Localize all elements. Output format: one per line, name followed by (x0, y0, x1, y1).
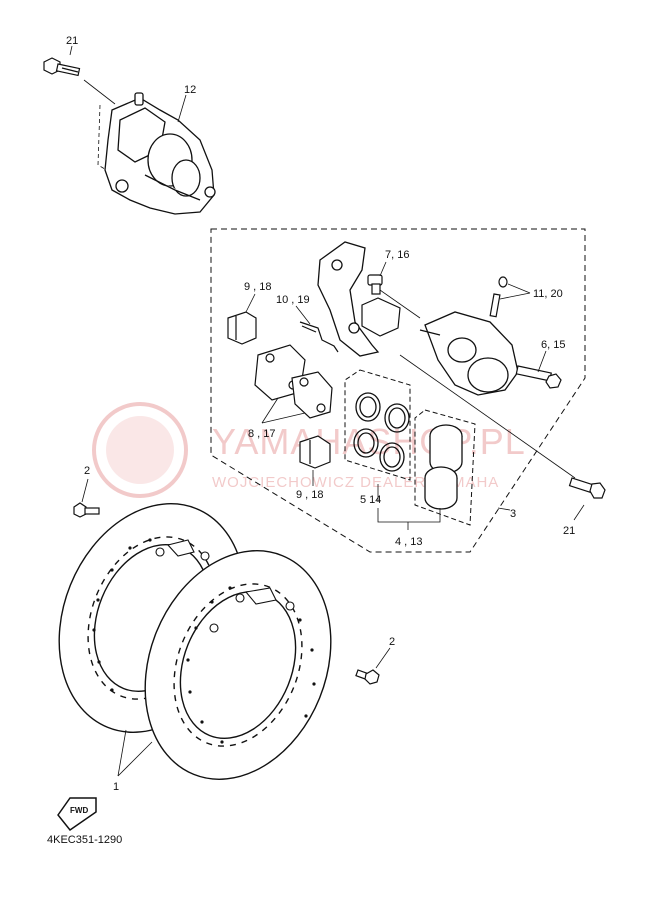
disc-holes (92, 538, 316, 744)
pad-block (361, 297, 401, 337)
screw-2-right (355, 669, 380, 685)
pad-clip-9-18-bottom (299, 435, 331, 469)
disc-front-mount-tabs (209, 587, 295, 633)
piston-kit-boundary (414, 409, 476, 526)
label-4-13: 4 , 13 (395, 536, 423, 548)
caliper-body (419, 311, 519, 396)
label-21-right: 21 (563, 525, 575, 537)
label-11-20: 11, 20 (533, 288, 563, 300)
brake-disc-front (144, 550, 332, 780)
pin-11-20 (489, 276, 508, 318)
label-10-19: 10 , 19 (276, 294, 310, 306)
pad-spring-10-19 (299, 321, 339, 353)
watermark: YAMAHASHOP.PL WOJCIECHOWICZ DEALER YAMAH… (92, 402, 526, 498)
label-7-16: 7, 16 (385, 249, 409, 261)
fwd-arrow-icon: FWD (57, 797, 97, 832)
watermark-logo-ring (92, 402, 188, 498)
pistons (424, 424, 463, 510)
screw-2-left (73, 502, 100, 518)
disc-rear-mount-tabs (155, 539, 210, 561)
fwd-label: FWD (70, 806, 88, 815)
caliper-assembly-12 (104, 92, 216, 215)
label-2-top: 2 (84, 465, 90, 477)
label-21-top: 21 (66, 35, 78, 47)
bolt-21-top (43, 57, 81, 77)
caliper-bracket (317, 241, 380, 357)
bolt-6-15 (515, 365, 562, 389)
label-9-18-top: 9 , 18 (244, 281, 272, 293)
seals-5-14 (353, 392, 410, 472)
label-2-right: 2 (389, 636, 395, 648)
label-12: 12 (184, 84, 196, 96)
seal-kit-boundary (344, 369, 411, 481)
label-1: 1 (113, 781, 119, 793)
caliper-3-boundary (210, 228, 586, 553)
watermark-logo-core (106, 416, 174, 484)
label-8-17: 8 , 17 (248, 428, 276, 440)
label-6-15: 6, 15 (541, 339, 565, 351)
watermark-line1: YAMAHASHOP.PL (212, 421, 526, 462)
label-3: 3 (510, 508, 516, 520)
bolt-21-right (568, 477, 606, 499)
bleed-valve-7-16 (367, 274, 383, 295)
diagram-code: 4KEC351-1290 (47, 834, 122, 846)
pad-clip-9-18-top (227, 311, 257, 345)
label-9-18-bottom: 9 , 18 (296, 489, 324, 501)
label-5-14: 5 14 (360, 494, 381, 506)
brake-pad-8-17-b (291, 371, 333, 419)
